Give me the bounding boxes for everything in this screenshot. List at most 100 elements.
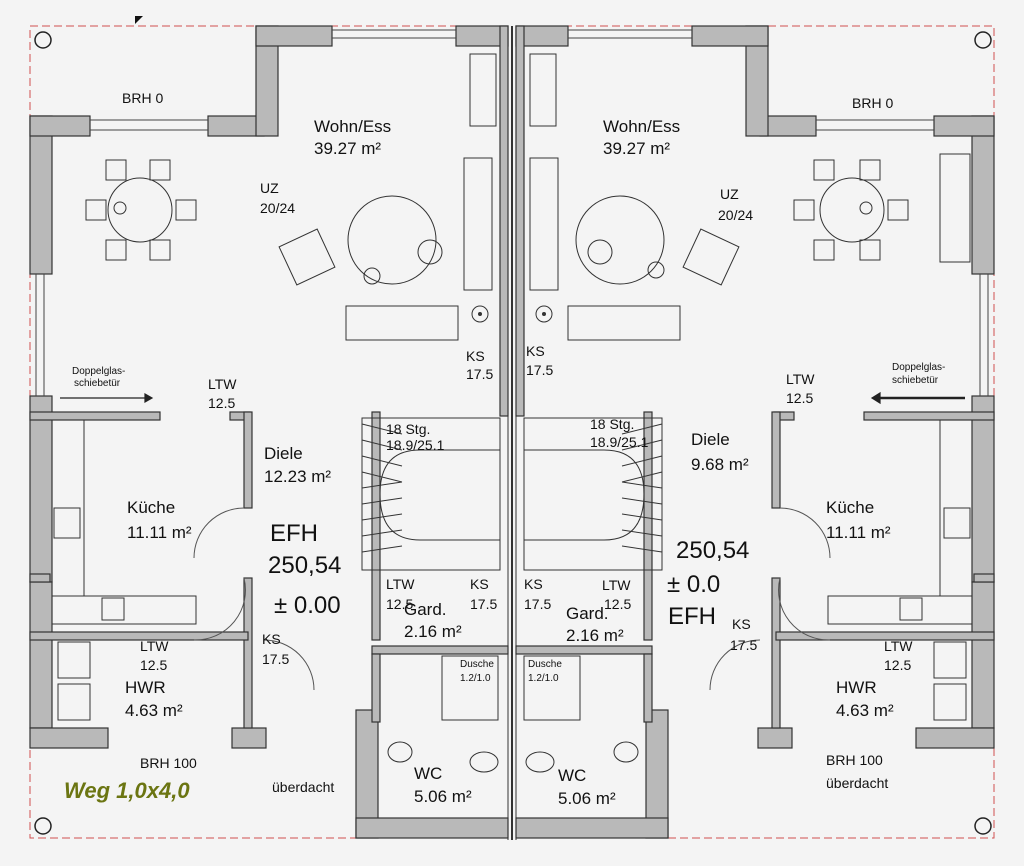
ks-label-right-a: KS: [526, 343, 545, 359]
efh-height-left: 250,54: [268, 552, 342, 579]
ks-label-left-b: KS: [470, 576, 489, 592]
stair-step: [361, 545, 403, 553]
bath-fixtures: [387, 655, 639, 773]
covered-label-left: überdacht: [272, 779, 335, 795]
stair-step: [621, 497, 663, 505]
kitchen-area-right: 11.11 m²: [826, 523, 891, 542]
ks-value-left-c: 17.5: [262, 651, 290, 667]
hall-name-right: Diele: [691, 430, 730, 449]
uz-size-left: 20/24: [260, 200, 296, 216]
stair-step: [361, 455, 403, 467]
stairs-count-left: 18 Stg.: [386, 421, 431, 437]
ltw-label-right-b: LTW: [602, 577, 631, 593]
staircase-right: [523, 417, 663, 571]
kitchen-area-left: 11.11 m²: [127, 523, 192, 542]
hwr-name-right: HWR: [836, 678, 877, 697]
sliding-door-label-left-1: Doppelglas-: [72, 366, 126, 377]
ks-value-right-b: 17.5: [524, 596, 552, 612]
uz-label-right: UZ: [720, 186, 739, 202]
brh-label-top-right: BRH 0: [852, 95, 894, 111]
north-arrow-mark: [135, 16, 143, 24]
shower-label-left: Dusche: [460, 659, 494, 670]
stairs-dim-left: 18.9/25.1: [386, 437, 445, 453]
gard-name-right: Gard.: [566, 604, 609, 623]
ltw-label-left-c: LTW: [140, 638, 169, 654]
ks-value-left-b: 17.5: [470, 596, 498, 612]
kitchen-name-right: Küche: [826, 498, 875, 517]
hwr-area-left: 4.63 m²: [125, 701, 183, 720]
ks-label-right-c: KS: [732, 616, 751, 632]
sliding-door-label-left-2: schiebetür: [74, 378, 121, 389]
ks-label-left-c: KS: [262, 631, 281, 647]
stair-step: [361, 513, 403, 521]
dining-table-left: [85, 159, 197, 261]
stairs-dim-right: 18.9/25.1: [590, 434, 649, 450]
ltw-value-right-c: 12.5: [884, 657, 912, 673]
hwr-name-left: HWR: [125, 678, 166, 697]
brh-label-bottom-right: BRH 100: [826, 752, 883, 768]
lounge-left: [278, 53, 497, 341]
sliding-door-label-right-2: schiebetür: [892, 375, 939, 386]
lounge-right: [529, 53, 971, 341]
wc-name-right: WC: [558, 766, 587, 785]
living-area-right: 39.27 m²: [603, 139, 671, 158]
stair-step: [621, 513, 663, 521]
ks-value-left-a: 17.5: [466, 366, 494, 382]
stair-step: [621, 529, 663, 537]
efh-zero-right: ± 0.0: [667, 571, 721, 598]
dining-table-right: [793, 159, 909, 261]
stair-step: [621, 423, 663, 435]
stair-step: [621, 545, 663, 553]
wc-area-right: 5.06 m²: [558, 789, 616, 808]
stair-step: [621, 481, 663, 489]
ltw-value-left-a: 12.5: [208, 395, 236, 411]
ltw-label-left-b: LTW: [386, 576, 415, 592]
hall-area-right: 9.68 m²: [691, 455, 749, 474]
gard-area-right: 2.16 m²: [566, 626, 624, 645]
stair-step: [361, 529, 403, 537]
stair-step: [361, 439, 403, 451]
hwr-appliances: [57, 641, 967, 721]
ks-label-right-b: KS: [524, 576, 543, 592]
wc-name-left: WC: [414, 764, 443, 783]
stair-step: [621, 471, 663, 483]
ltw-value-left-c: 12.5: [140, 657, 168, 673]
ks-label-left-a: KS: [466, 348, 485, 364]
stair-step: [361, 481, 403, 489]
kitchen-fixtures: [51, 419, 973, 625]
ltw-label-right-c: LTW: [884, 638, 913, 654]
path-label: Weg 1,0x4,0: [64, 778, 190, 803]
gard-name-left: Gard.: [404, 600, 447, 619]
staircase-left: [361, 417, 501, 571]
ltw-label-right-a: LTW: [786, 371, 815, 387]
hall-name-left: Diele: [264, 444, 303, 463]
living-area-left: 39.27 m²: [314, 139, 382, 158]
hall-area-left: 12.23 m²: [264, 467, 332, 486]
living-name-left: Wohn/Ess: [314, 117, 392, 136]
ltw-value-right-b: 12.5: [604, 596, 632, 612]
sliding-door-arrows: [60, 391, 965, 405]
kitchen-name-left: Küche: [127, 498, 176, 517]
door-swings: [193, 507, 831, 691]
ltw-value-left-b: 12.5: [386, 596, 414, 612]
brh-label-bottom-left: BRH 100: [140, 755, 197, 771]
covered-label-right: überdacht: [826, 775, 889, 791]
stair-step: [621, 439, 663, 451]
efh-zero-left: ± 0.00: [274, 592, 341, 619]
shower-label-right: Dusche: [528, 659, 562, 670]
stair-step: [361, 497, 403, 505]
wc-area-left: 5.06 m²: [414, 787, 472, 806]
stair-step: [361, 423, 403, 435]
misc-dots: [478, 312, 546, 316]
efh-label-left: EFH: [270, 520, 318, 547]
hwr-area-right: 4.63 m²: [836, 701, 894, 720]
stairs-count-right: 18 Stg.: [590, 416, 635, 432]
ltw-label-left-a: LTW: [208, 376, 237, 392]
ks-value-right-c: 17.5: [730, 637, 758, 653]
survey-markers: [34, 31, 992, 835]
ltw-value-right-a: 12.5: [786, 390, 814, 406]
shower-size-left: 1.2/1.0: [460, 673, 491, 684]
efh-label-right: EFH: [668, 603, 716, 630]
shower-size-right: 1.2/1.0: [528, 673, 559, 684]
